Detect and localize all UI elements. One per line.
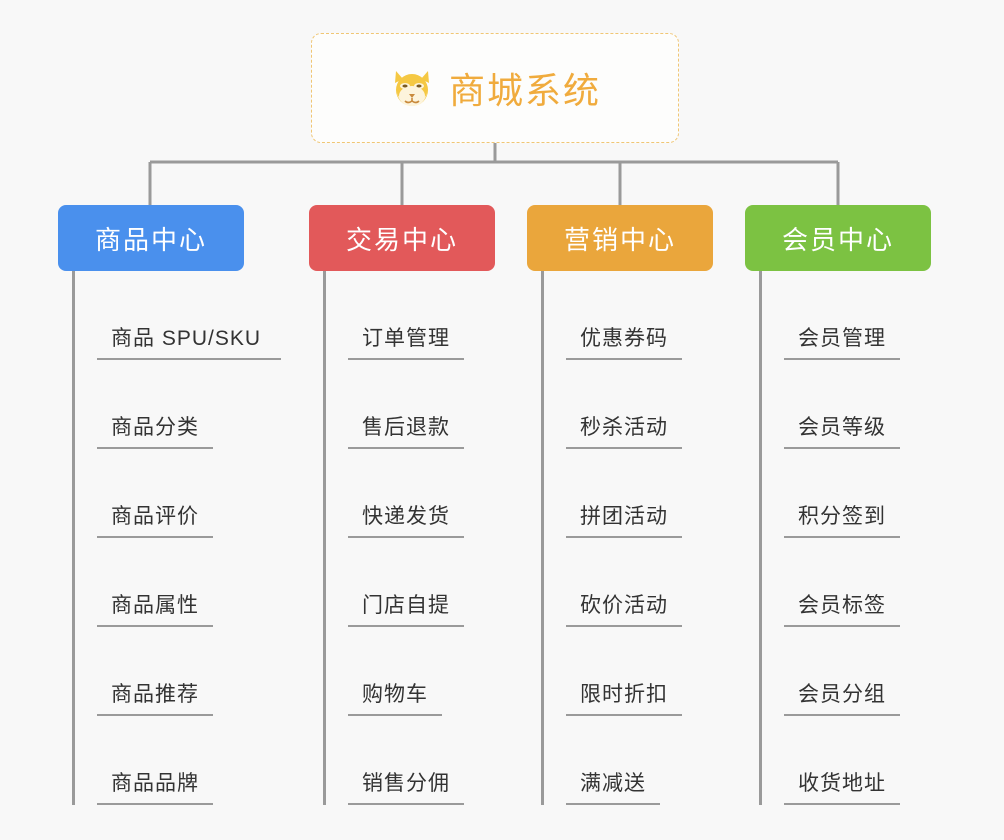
- leaf-label: 快递发货: [348, 500, 464, 538]
- leaf-item[interactable]: 会员等级: [762, 360, 931, 449]
- leaf-label: 售后退款: [348, 411, 464, 449]
- leaf-label: 满减送: [566, 767, 660, 805]
- leaf-label: 拼团活动: [566, 500, 682, 538]
- leaf-item[interactable]: 限时折扣: [544, 627, 713, 716]
- leaf-label: 商品属性: [97, 589, 213, 627]
- leaf-item[interactable]: 商品属性: [75, 538, 281, 627]
- branch-children-product-center: 商品 SPU/SKU 商品分类 商品评价 商品属性 商品推荐 商品品牌: [72, 271, 282, 805]
- leaf-item[interactable]: 收货地址: [762, 716, 931, 805]
- leaf-item[interactable]: 积分签到: [762, 449, 931, 538]
- leaf-label: 购物车: [348, 678, 442, 716]
- leaf-item[interactable]: 商品分类: [75, 360, 281, 449]
- leaf-label: 秒杀活动: [566, 411, 682, 449]
- branch-product-center: 商品中心 商品 SPU/SKU 商品分类 商品评价 商品属性 商品推荐 商品品牌: [58, 205, 282, 805]
- branch-trade-center: 交易中心 订单管理 售后退款 快递发货 门店自提 购物车 销售分佣: [309, 205, 495, 805]
- leaf-label: 商品分类: [97, 411, 213, 449]
- leaf-item[interactable]: 拼团活动: [544, 449, 713, 538]
- branch-children-trade-center: 订单管理 售后退款 快递发货 门店自提 购物车 销售分佣: [323, 271, 495, 805]
- leaf-item[interactable]: 门店自提: [326, 538, 495, 627]
- leaf-item[interactable]: 销售分佣: [326, 716, 495, 805]
- leaf-label: 优惠券码: [566, 322, 682, 360]
- leaf-label: 门店自提: [348, 589, 464, 627]
- leaf-item[interactable]: 优惠券码: [544, 271, 713, 360]
- leaf-label: 收货地址: [784, 767, 900, 805]
- root-title: 商城系统: [448, 70, 601, 111]
- leaf-label: 会员等级: [784, 411, 900, 449]
- branch-children-marketing-center: 优惠券码 秒杀活动 拼团活动 砍价活动 限时折扣 满减送: [541, 271, 713, 805]
- branch-member-center: 会员中心 会员管理 会员等级 积分签到 会员标签 会员分组 收货地址: [745, 205, 931, 805]
- leaf-label: 商品推荐: [97, 678, 213, 716]
- leaf-item[interactable]: 购物车: [326, 627, 495, 716]
- leaf-item[interactable]: 商品评价: [75, 449, 281, 538]
- branch-children-member-center: 会员管理 会员等级 积分签到 会员标签 会员分组 收货地址: [759, 271, 931, 805]
- leaf-item[interactable]: 售后退款: [326, 360, 495, 449]
- leaf-label: 限时折扣: [566, 678, 682, 716]
- leaf-label: 会员管理: [784, 322, 900, 360]
- leaf-item[interactable]: 商品品牌: [75, 716, 281, 805]
- leaf-item[interactable]: 商品推荐: [75, 627, 281, 716]
- leaf-label: 会员分组: [784, 678, 900, 716]
- branch-header-marketing-center[interactable]: 营销中心: [527, 205, 713, 271]
- leaf-label: 商品品牌: [97, 767, 213, 805]
- leaf-item[interactable]: 快递发货: [326, 449, 495, 538]
- branch-marketing-center: 营销中心 优惠券码 秒杀活动 拼团活动 砍价活动 限时折扣 满减送: [527, 205, 713, 805]
- shiba-dog-face-icon: [389, 65, 435, 111]
- branch-header-product-center[interactable]: 商品中心: [58, 205, 244, 271]
- leaf-item[interactable]: 订单管理: [326, 271, 495, 360]
- leaf-label: 商品评价: [97, 500, 213, 538]
- leaf-item[interactable]: 会员标签: [762, 538, 931, 627]
- leaf-item[interactable]: 会员管理: [762, 271, 931, 360]
- leaf-item[interactable]: 砍价活动: [544, 538, 713, 627]
- leaf-label: 积分签到: [784, 500, 900, 538]
- leaf-label: 商品 SPU/SKU: [97, 322, 282, 360]
- leaf-label: 销售分佣: [348, 767, 464, 805]
- leaf-label: 订单管理: [348, 322, 464, 360]
- leaf-item[interactable]: 会员分组: [762, 627, 931, 716]
- leaf-label: 砍价活动: [566, 589, 682, 627]
- leaf-label: 会员标签: [784, 589, 900, 627]
- leaf-item[interactable]: 秒杀活动: [544, 360, 713, 449]
- leaf-item[interactable]: 满减送: [544, 716, 713, 805]
- branch-header-trade-center[interactable]: 交易中心: [309, 205, 495, 271]
- leaf-item[interactable]: 商品 SPU/SKU: [75, 271, 282, 360]
- branch-header-member-center[interactable]: 会员中心: [745, 205, 931, 271]
- root-node[interactable]: 商城系统: [311, 33, 679, 143]
